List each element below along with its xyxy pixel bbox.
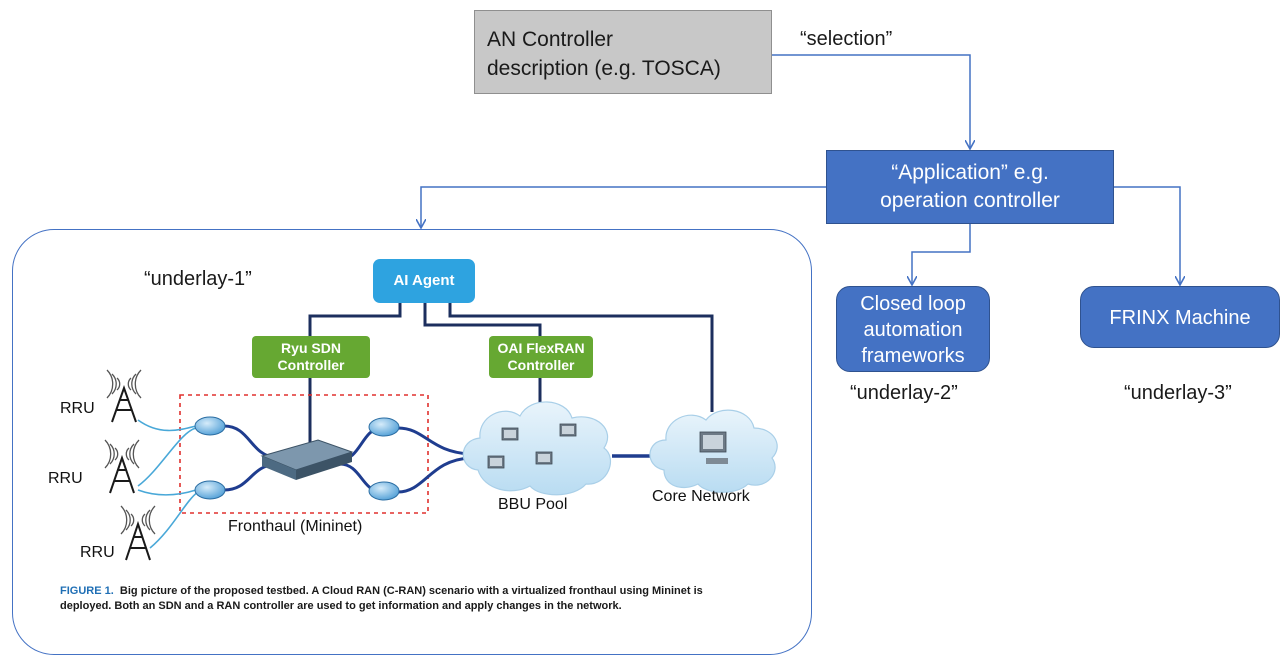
underlay-1-label: “underlay-1”	[144, 268, 252, 290]
oai-line-1: OAI FlexRAN	[497, 340, 585, 356]
underlay2-arrow	[912, 224, 971, 284]
rru-label-1: RRU	[60, 400, 95, 417]
an-controller-line-2: description (e.g. TOSCA)	[487, 57, 721, 80]
application-box: “Application” e.g. operation controller	[826, 150, 1114, 224]
caption-text-2: deployed. Both an SDN and a RAN controll…	[60, 600, 622, 612]
fronthaul-label: Fronthaul (Mininet)	[228, 518, 363, 535]
an-controller-description-box: AN Controller description (e.g. TOSCA)	[474, 10, 772, 94]
underlay3-arrow	[1114, 186, 1180, 284]
ryu-sdn-controller-box: Ryu SDN Controller	[252, 336, 370, 378]
signal-wave-icons	[104, 369, 156, 535]
rru-label-3: RRU	[80, 544, 115, 561]
ai-agent-box: AI Agent	[373, 259, 475, 303]
selection-arrow	[772, 54, 970, 148]
application-line-1: “Application” e.g.	[891, 161, 1049, 184]
rru-tower-icons	[109, 384, 151, 561]
bbu-pool-cloud	[462, 401, 612, 496]
closed-loop-automation-box: Closed loop automation frameworks	[836, 286, 990, 372]
fronthaul-dashed-box	[179, 394, 429, 514]
router-icons	[194, 416, 400, 501]
closed-loop-line-2: automation	[863, 319, 963, 341]
ryu-line-1: Ryu SDN	[281, 340, 341, 356]
ryu-line-2: Controller	[277, 357, 345, 373]
rru-links	[137, 419, 199, 549]
underlay-3-label: “underlay-3”	[1124, 382, 1232, 404]
underlay-2-label: “underlay-2”	[850, 382, 958, 404]
figure-caption: FIGURE 1. Big picture of the proposed te…	[60, 584, 800, 614]
closed-loop-line-3: frameworks	[861, 345, 965, 367]
core-network-cloud	[649, 409, 778, 493]
caption-tag: FIGURE 1.	[60, 585, 114, 597]
underlay1-arrow	[421, 186, 826, 227]
bbu-pool-label: BBU Pool	[498, 496, 568, 513]
caption-line-1: FIGURE 1. Big picture of the proposed te…	[60, 584, 800, 599]
closed-loop-line-1: Closed loop	[860, 293, 966, 315]
frinx-machine-box: FRINX Machine	[1080, 286, 1280, 348]
oai-line-2: Controller	[507, 357, 575, 373]
core-network-label: Core Network	[652, 488, 750, 505]
oai-flexran-controller-box: OAI FlexRAN Controller	[489, 336, 593, 378]
rru-label-2: RRU	[48, 470, 83, 487]
selection-label: “selection”	[800, 28, 893, 50]
sdn-switch-icon	[260, 439, 354, 480]
an-controller-line-1: AN Controller	[487, 28, 614, 51]
caption-text-1: Big picture of the proposed testbed. A C…	[119, 585, 703, 597]
application-line-2: operation controller	[880, 189, 1060, 212]
